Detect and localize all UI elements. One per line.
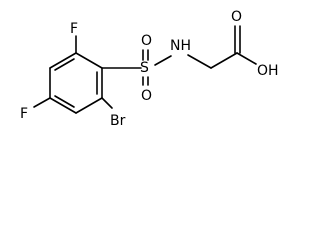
ring-double-bond-2 [54, 95, 75, 108]
ring-bond-5 [75, 97, 103, 114]
atom-s: S [140, 60, 149, 76]
chemical-structure: F F Br S O O NH O OH [20, 9, 279, 129]
atom-f-top: F [70, 21, 78, 37]
bond-ring-f-left [33, 97, 51, 108]
atom-oh: OH [257, 63, 279, 79]
atom-nh: NH [170, 38, 191, 54]
substituent-bonds [33, 25, 257, 109]
bond-n-ch2 [187, 54, 212, 69]
atom-br: Br [110, 113, 126, 129]
bond-ch2-c [210, 52, 238, 69]
ring-double-bond-1 [54, 58, 75, 71]
ring-bond-2 [49, 52, 77, 69]
bond-c-oh [236, 52, 257, 65]
atom-o-bottom: O [141, 88, 152, 104]
ring-bond-1 [75, 52, 103, 69]
bond-s-n [154, 55, 172, 66]
atom-o-top: O [141, 33, 152, 49]
ring-bond-4 [49, 97, 77, 114]
atom-o-acid: O [231, 9, 242, 25]
atom-labels: F F Br S O O NH O OH [20, 9, 279, 129]
benzene-ring [49, 52, 103, 114]
bond-ring-br [101, 97, 113, 109]
atom-f-left: F [20, 106, 28, 122]
